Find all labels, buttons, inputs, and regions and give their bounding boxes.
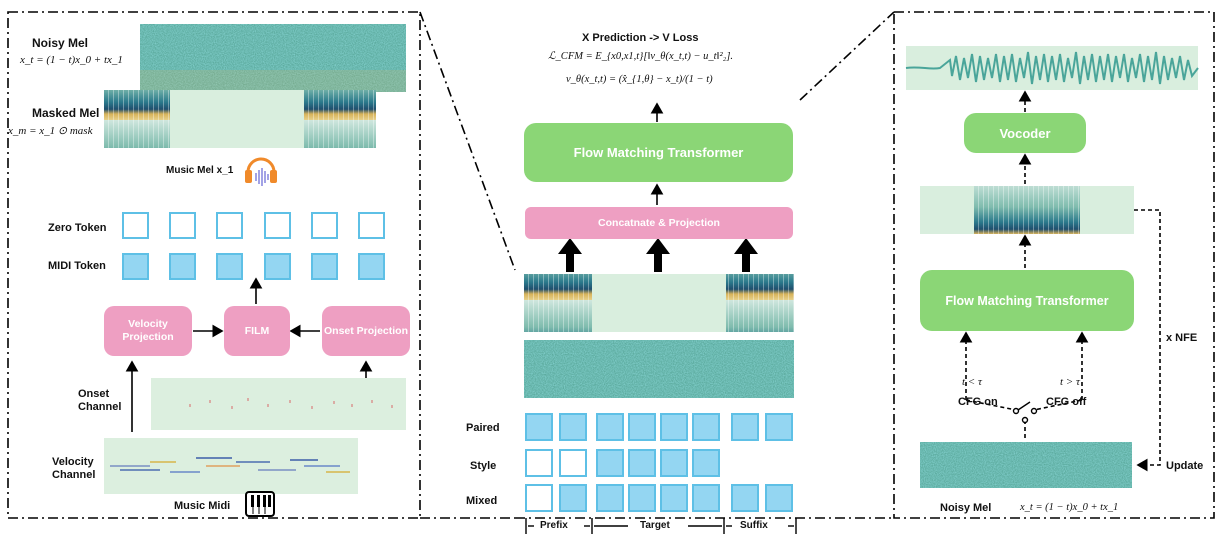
cfg-on-label: CFG on <box>958 396 998 408</box>
row-label-mixed: Mixed <box>466 495 498 507</box>
segment-label-prefix: Prefix <box>540 520 568 531</box>
nfe-label: x NFE <box>1166 332 1198 344</box>
middle-title: X Prediction -> V Loss <box>582 32 699 44</box>
velocity-channel-roll <box>104 438 358 494</box>
suffix-token <box>765 484 793 512</box>
onset-projection-box: Onset Projection <box>322 306 410 356</box>
target-token <box>692 484 720 512</box>
target-token <box>692 449 720 477</box>
target-token <box>596 449 624 477</box>
target-token <box>660 449 688 477</box>
film-box: FILM <box>224 306 290 356</box>
zero-token <box>264 212 291 239</box>
zoom-connectors <box>419 11 895 519</box>
cfm-loss-equation: ℒ_CFM = E_{x0,x1,t}[‖v_θ(x_t,t) − u_t‖²₂… <box>548 51 734 62</box>
update-label: Update <box>1166 460 1204 472</box>
target-token <box>596 484 624 512</box>
middle-masked-mel <box>524 274 794 332</box>
midi-token <box>216 253 243 280</box>
target-token <box>660 484 688 512</box>
velocity-channel-label: Velocity Channel <box>52 456 96 481</box>
suffix-token <box>731 484 759 512</box>
right-noisy-mel <box>920 442 1132 488</box>
left-arrows <box>125 277 373 432</box>
midi-token-label: MIDI Token <box>48 260 106 272</box>
zero-token <box>358 212 385 239</box>
row-label-style: Style <box>470 460 497 472</box>
target-token <box>628 449 656 477</box>
right-noisy-mel-label: Noisy Mel <box>940 502 992 514</box>
left-noisy-mel <box>140 24 406 92</box>
thick-up-arrows <box>558 238 758 272</box>
piano-keyboard-icon <box>245 491 275 517</box>
middle-noisy-mel <box>524 340 794 398</box>
zero-token <box>216 212 243 239</box>
prefix-token <box>559 484 587 512</box>
headphones-icon <box>245 157 277 186</box>
vocoder-box: Vocoder <box>964 113 1086 153</box>
noisy-mel-label: Noisy Mel <box>32 36 89 50</box>
cfg-off-label: CFG off <box>1046 396 1087 408</box>
concat-projection-box: Concatnate & Projection <box>525 207 793 239</box>
onset-channel-roll <box>151 378 406 430</box>
prefix-token <box>559 449 587 477</box>
right-noisy-mel-equation: x_t = (1 − t)x_0 + tx_1 <box>1020 502 1119 513</box>
row-label-paired: Paired <box>466 422 500 434</box>
suffix-token <box>731 413 759 441</box>
zero-token <box>169 212 196 239</box>
left-panel-border <box>7 11 421 519</box>
middle-flow-matching-transformer: Flow Matching Transformer <box>524 123 793 182</box>
prefix-token <box>525 484 553 512</box>
midi-token <box>311 253 338 280</box>
target-token <box>596 413 624 441</box>
midi-token <box>264 253 291 280</box>
midi-token <box>122 253 149 280</box>
masked-mel-equation: x_m = x_1 ⊙ mask <box>8 125 93 137</box>
t-greater-tau-label: t > τ <box>1060 376 1080 388</box>
cfg-switch-icon <box>1012 401 1038 424</box>
velocity-projection-box: Velocity Projection <box>104 306 192 356</box>
prefix-token <box>525 449 553 477</box>
prefix-token <box>525 413 553 441</box>
t-less-tau-label: t < τ <box>962 376 982 388</box>
segment-label-target: Target <box>640 520 670 531</box>
music-mel-label: Music Mel x_1 <box>166 165 234 176</box>
music-midi-label: Music Midi <box>174 500 231 512</box>
target-token <box>628 484 656 512</box>
segment-label-suffix: Suffix <box>740 520 768 531</box>
midi-token <box>358 253 385 280</box>
right-generated-mel <box>920 186 1134 234</box>
onset-channel-label: Onset Channel <box>78 388 122 413</box>
masked-mel-label: Masked Mel <box>32 106 100 120</box>
right-flow-matching-transformer: Flow Matching Transformer <box>920 270 1134 331</box>
target-token <box>692 413 720 441</box>
velocity-equation: v_θ(x_t,t) = (x̂_{1,θ} − x_t)/(1 − t) <box>566 74 713 85</box>
right-dashed-arrows <box>959 90 1161 472</box>
waveform <box>905 46 1199 90</box>
midi-token <box>169 253 196 280</box>
zero-token-label: Zero Token <box>48 222 107 234</box>
right-panel-border <box>893 11 1215 519</box>
target-token <box>628 413 656 441</box>
suffix-token <box>765 413 793 441</box>
noisy-mel-equation: x_t = (1 − t)x_0 + tx_1 <box>20 54 123 66</box>
prefix-token <box>559 413 587 441</box>
left-masked-mel <box>104 90 376 148</box>
segment-brackets <box>525 518 797 534</box>
target-token <box>660 413 688 441</box>
zero-token <box>311 212 338 239</box>
zero-token <box>122 212 149 239</box>
